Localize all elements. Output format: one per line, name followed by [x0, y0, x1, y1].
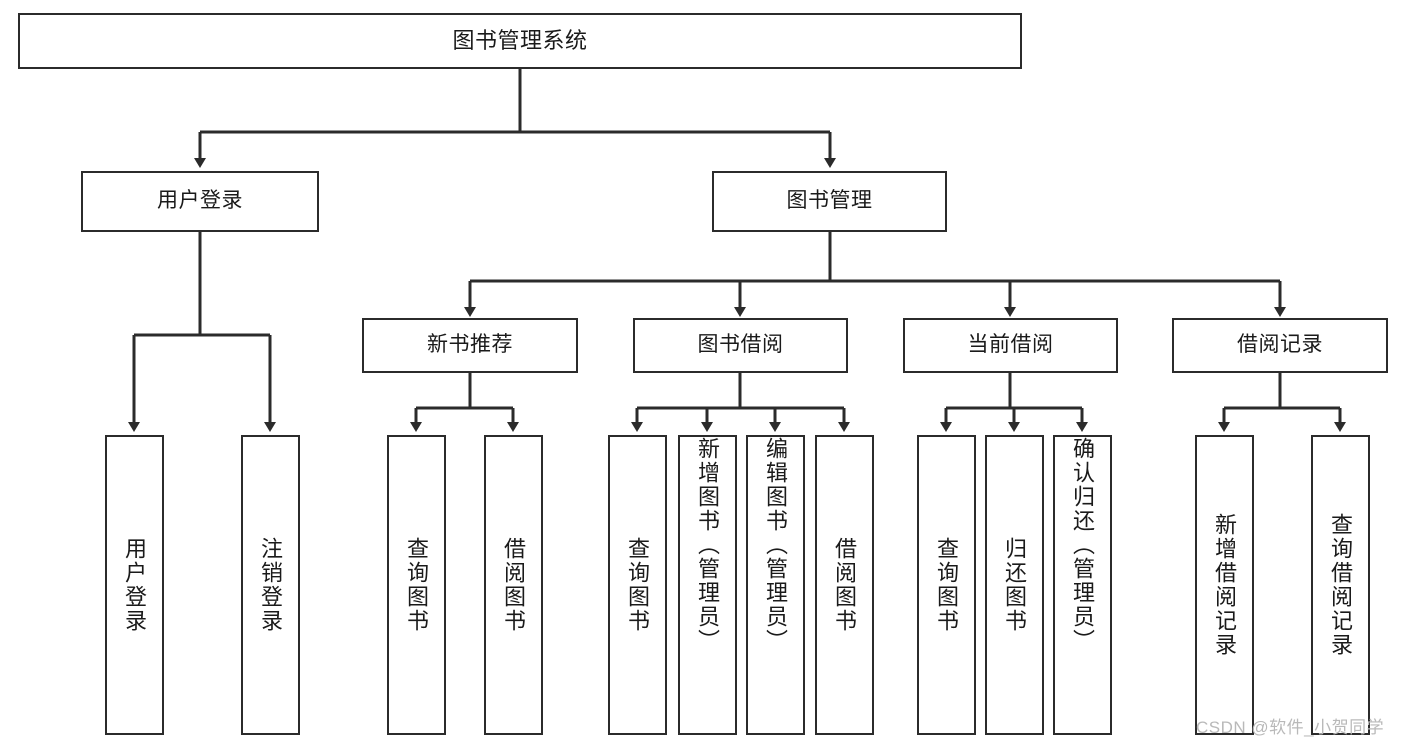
node-leaf-borrow-book-2[interactable]: 借阅图书 [815, 435, 874, 735]
node-new-book-recommend-label: 新书推荐 [427, 333, 513, 357]
node-user-login[interactable]: 用户登录 [81, 171, 319, 232]
node-new-book-recommend[interactable]: 新书推荐 [362, 318, 578, 373]
node-root[interactable]: 图书管理系统 [18, 13, 1022, 69]
node-book-manage[interactable]: 图书管理 [712, 171, 947, 232]
node-borrow-record[interactable]: 借阅记录 [1172, 318, 1388, 373]
node-leaf-return-book[interactable]: 归还图书 [985, 435, 1044, 735]
node-user-login-label: 用户登录 [157, 189, 243, 213]
node-root-label: 图书管理系统 [452, 28, 588, 54]
node-leaf-query-book-1[interactable]: 查询图书 [387, 435, 446, 735]
node-leaf-add-book[interactable]: 新增图书（管理员） [678, 435, 737, 735]
node-book-borrow-label: 图书借阅 [697, 333, 784, 357]
node-leaf-query-book-3-label: 查询图书 [934, 537, 960, 633]
node-book-manage-label: 图书管理 [786, 189, 873, 213]
node-leaf-user-login[interactable]: 用户登录 [105, 435, 164, 735]
node-current-borrow[interactable]: 当前借阅 [903, 318, 1118, 373]
node-leaf-add-record[interactable]: 新增借阅记录 [1195, 435, 1254, 735]
node-leaf-query-book-2-label: 查询图书 [625, 537, 651, 633]
node-leaf-user-login-label: 用户登录 [122, 537, 148, 633]
node-leaf-borrow-book-1[interactable]: 借阅图书 [484, 435, 543, 735]
node-leaf-query-book-1-label: 查询图书 [404, 537, 430, 633]
csdn-watermark: CSDN @软件_小贺同学 [1196, 718, 1385, 737]
node-leaf-add-record-label: 新增借阅记录 [1212, 513, 1238, 657]
node-leaf-confirm-return[interactable]: 确认归还（管理员） [1053, 435, 1112, 735]
node-leaf-confirm-return-label: 确认归还（管理员） [1070, 437, 1096, 653]
node-leaf-logout[interactable]: 注销登录 [241, 435, 300, 735]
node-leaf-borrow-book-2-label: 借阅图书 [832, 537, 858, 633]
node-leaf-query-record[interactable]: 查询借阅记录 [1311, 435, 1370, 735]
node-borrow-record-label: 借阅记录 [1237, 333, 1323, 357]
node-leaf-edit-book-label: 编辑图书（管理员） [763, 437, 789, 653]
node-leaf-add-book-label: 新增图书（管理员） [695, 437, 721, 653]
node-current-borrow-label: 当前借阅 [967, 333, 1054, 357]
node-leaf-edit-book[interactable]: 编辑图书（管理员） [746, 435, 805, 735]
node-leaf-borrow-book-1-label: 借阅图书 [501, 537, 527, 633]
node-leaf-query-book-2[interactable]: 查询图书 [608, 435, 667, 735]
node-book-borrow[interactable]: 图书借阅 [633, 318, 848, 373]
node-leaf-query-record-label: 查询借阅记录 [1328, 513, 1354, 657]
node-leaf-logout-label: 注销登录 [258, 537, 284, 633]
node-leaf-return-book-label: 归还图书 [1002, 537, 1028, 633]
node-leaf-query-book-3[interactable]: 查询图书 [917, 435, 976, 735]
